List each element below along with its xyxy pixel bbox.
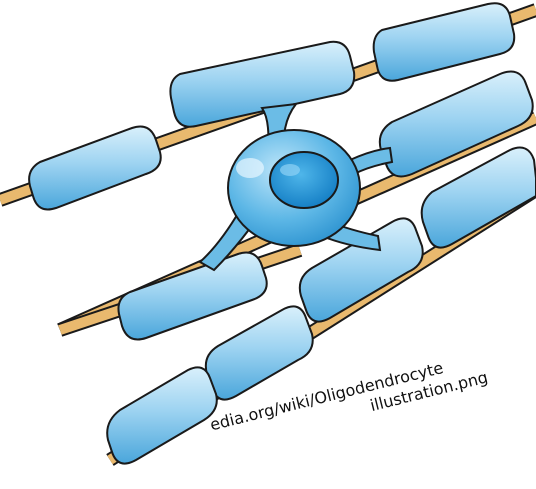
myelin-segment bbox=[374, 3, 515, 81]
myelin-segment bbox=[107, 367, 217, 463]
myelin-segment bbox=[29, 127, 161, 210]
myelin-segment bbox=[206, 306, 313, 399]
nucleus bbox=[270, 152, 338, 208]
